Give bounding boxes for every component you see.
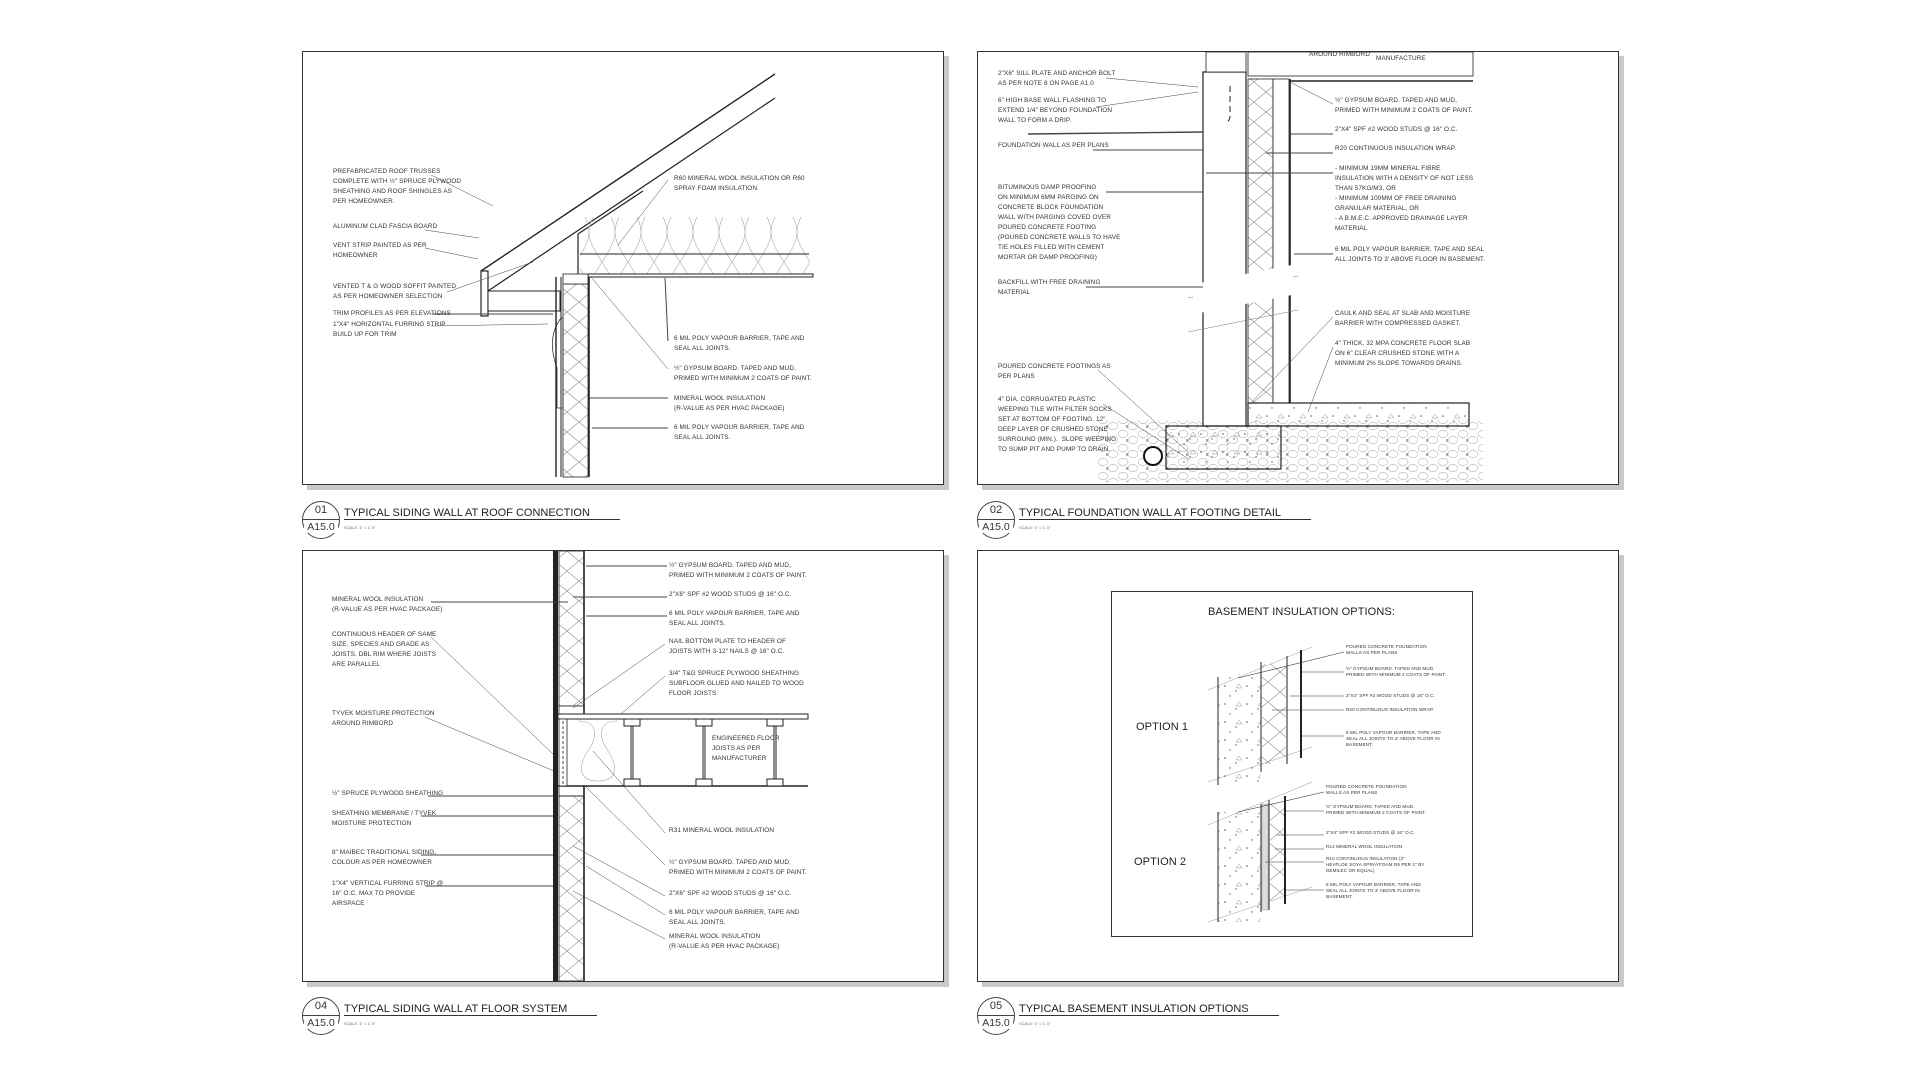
detail-marker [977,501,1015,539]
detail-title: TYPICAL SIDING WALL AT FLOOR SYSTEM [344,1003,598,1016]
note-drainage-layer: - MINIMUM 19mm MINERAL FIBRE INSULATION … [1335,165,1474,232]
option-2-label: OPTION 2 [1134,856,1187,868]
detail-title: TYPICAL FOUNDATION WALL AT FOOTING DETAI… [1019,507,1311,520]
sheet-number: A15.0 [304,1017,338,1029]
detail-title: TYPICAL SIDING WALL AT ROOF CONNECTION [344,507,620,520]
note-continuous-header: CONTINUOUS HEADER OF SAME SIZE, SPECIES … [332,631,437,668]
detail-04-title-block: 04 A15.0 TYPICAL SIDING WALL AT FLOOR SY… [302,997,722,1037]
note-roof-trusses: PREFABRICATED ROOF TRUSSES COMPLETE WITH… [333,168,462,205]
sheet-number: A15.0 [979,1017,1013,1029]
roof-connection-drawing [424,73,814,478]
opt2-note-r10: R10 CONTINUOUS INSULATION (2" HEATLOK SO… [1326,856,1425,874]
note-trim: TRIM PROFILES AS PER ELEVATIONS [333,310,451,317]
note-damp-proofing: BITUMINOUS DAMP PROOFING ON MINIMUM 6mm … [998,184,1121,261]
detail-marker [302,501,340,539]
note-r31: R31 MINERAL WOOL INSULATION [669,827,775,834]
note-vent-strip: VENT STRIP PAINTED AS PER HOMEOWNER [333,242,427,259]
opt1-note-vapour: 6 MIL POLY VAPOUR BARRIER, TAPE AND SEAL… [1346,730,1441,748]
note-fascia: ALUMINUM CLAD FASCIA BOARD [333,223,438,230]
note-tyvek-rimbord: TYVEK MOISTURE PROTECTION AROUND RIMBORD [332,710,435,727]
detail-scale: SCALE: 1" = 1'-0" [344,1021,376,1026]
detail-title: TYPICAL BASEMENT INSULATION OPTIONS [1019,1003,1279,1016]
note-mineral-wool: MINERAL WOOL INSULATION (R-VALUE AS PER … [674,395,785,412]
foundation-footing-drawing [1027,52,1483,482]
option-1-drawing [1207,646,1345,785]
note-gypsum: ½" GYPSUM BOARD. TAPED AND MUD, PRIMED W… [674,365,812,382]
detail-number: 02 [989,504,1003,516]
note-furring: 1"x4" HORIZONTAL FURRING STRIP BUILD UP … [333,321,446,338]
note-sheathing-membrane: SHEATHING MEMBRANE / TYVEK MOISTURE PROT… [332,810,437,827]
note-vapour-upper: 6 MIL POLY VAPOUR BARRIER, TAPE AND SEAL… [669,610,800,627]
sheet-number: A15.0 [304,521,338,533]
detail-05-panel: BASEMENT INSULATION OPTIONS: [977,550,1619,982]
basement-options-drawing [1207,646,1345,923]
detail-scale: SCALE: 1" = 1'-0" [344,525,376,530]
note-studs-upper: 2"x6" SPF #2 WOOD STUDS @ 16" O.C. [669,591,792,598]
sheet-number: A15.0 [979,521,1013,533]
note-foundation-wall: FOUNDATION WALL AS PER PLANS [998,142,1109,149]
detail-marker [302,997,340,1035]
detail-number: 05 [989,1000,1003,1012]
opt2-note-gypsum: ½" GYPSUM BOARD. TAPED AND MUD. PRIMED W… [1326,804,1426,816]
detail-01-title-block: 01 A15.0 TYPICAL SIDING WALL AT ROOF CON… [302,501,722,541]
note-gypsum-upper: ½" GYPSUM BOARD. TAPED AND MUD, PRIMED W… [669,562,807,579]
option-2-drawing [1207,781,1325,923]
note-studs-lower: 2"x6" SPF #2 WOOD STUDS @ 16" O.C. [669,890,792,897]
note-gypsum: ½" GYPSUM BOARD. TAPED AND MUD, PRIMED W… [1335,97,1473,114]
detail-05-title-block: 05 A15.0 TYPICAL BASEMENT INSULATION OPT… [977,997,1397,1037]
note-rimbord: AROUND RIMBORD [1309,51,1371,58]
note-caulk: CAULK AND SEAL AT SLAB AND MOISTURE BARR… [1335,310,1471,327]
opt2-note-studs: 2"x4" SPF #2 WOOD STUDS @ 16" O.C. [1326,830,1416,835]
detail-scale: SCALE: 1" = 1'-0" [1019,525,1051,530]
note-floor-slab: 4" THICK, 32 MPA CONCRETE FLOOR SLAB ON … [1335,340,1471,367]
note-engineered-joists: ENGINEERED FLOOR JOISTS AS PER MANUFACTU… [712,735,780,762]
note-subfloor: 3/4" T&G SPRUCE PLYWOOD SHEATHING SUBFLO… [669,670,804,697]
detail-02-panel: 2"x6" SILL PLATE AND ANCHOR BOLT AS PER … [977,51,1619,485]
detail-01-panel: PREFABRICATED ROOF TRUSSES COMPLETE WITH… [302,51,944,485]
note-flashing: 6" HIGH BASE WALL FLASHING TO EXTEND 1/4… [998,97,1113,124]
floor-system-drawing [421,551,809,981]
note-weeping-tile: 4" DIA. CORRUGATED PLASTIC WEEPING TILE … [998,396,1117,453]
opt1-note-gypsum: ½" GYPSUM BOARD. TAPED AND MUD. PRIMED W… [1346,666,1446,678]
note-vapour-barrier: 6 MIL POLY VAPOUR BARRIER, TAPE AND SEAL… [1335,246,1486,263]
note-plywood-sheathing: ½" SPRUCE PLYWOOD SHEATHING [332,790,444,797]
note-vapour-1: 6 MIL POLY VAPOUR BARRIER, TAPE AND SEAL… [674,335,805,352]
detail-scale: SCALE: 1" = 1'-0" [1019,1021,1051,1026]
detail-number: 01 [314,504,328,516]
options-heading: BASEMENT INSULATION OPTIONS: [1208,606,1395,618]
opt2-note-r14: R14 MINERAL WOOL INSULATION [1326,844,1403,849]
note-manufacture: MANUFACTURE [1376,55,1426,62]
note-soffit: VENTED T & G WOOD SOFFIT PAINTED AS PER … [333,283,457,300]
note-siding: 8" MAIBEC TRADITIONAL SIDING, COLOUR AS … [332,849,437,866]
opt1-note-foundation: POURED CONCRETE FOUNDATION WALLS AS PER … [1346,644,1427,656]
note-sill-plate: 2"x6" SILL PLATE AND ANCHOR BOLT AS PER … [998,70,1116,87]
detail-marker [977,997,1015,1035]
note-vapour-lower: 6 MIL POLY VAPOUR BARRIER, TAPE AND SEAL… [669,909,800,926]
detail-02-title-block: 02 A15.0 TYPICAL FOUNDATION WALL AT FOOT… [977,501,1397,541]
note-mineral-wool-lower: MINERAL WOOL INSULATION (R-VALUE AS PER … [669,933,780,950]
note-studs: 2"x4" SPF #2 WOOD STUDS @ 16" O.C. [1335,126,1458,133]
detail-number: 04 [314,1000,328,1012]
note-r60: R60 MINERAL WOOL INSULATION OR R60 SPRAY… [674,175,805,192]
note-vapour-2: 6 MIL POLY VAPOUR BARRIER, TAPE AND SEAL… [674,424,805,441]
option-1-label: OPTION 1 [1136,721,1189,733]
note-r20: R20 CONTINUOUS INSULATION WRAP. [1335,145,1457,152]
opt2-note-foundation: POURED CONCRETE FOUNDATION WALLS AS PER … [1326,784,1407,796]
opt1-note-studs: 2"x4" SPF #2 WOOD STUDS @ 16" O.C. [1346,693,1436,698]
opt2-note-vapour: 6 MIL POLY VAPOUR BARRIER, TAPE AND SEAL… [1326,882,1421,900]
note-gypsum-lower: ½" GYPSUM BOARD. TAPED AND MUD, PRIMED W… [669,859,807,876]
note-footings: POURED CONCRETE FOOTINGS AS PER PLANS [998,363,1111,380]
opt1-note-r20: R20 CONTINUOUS INSULATION WRAP. [1346,707,1434,712]
note-mineral-wool-upper: MINERAL WOOL INSULATION (R-VALUE AS PER … [332,596,443,613]
basement-options-box: BASEMENT INSULATION OPTIONS: [1111,591,1473,937]
note-backfill: BACKFILL WITH FREE DRAINING MATERIAL [998,279,1101,296]
note-nail-plate: NAIL BOTTOM PLATE TO HEADER OF JOISTS WI… [669,638,786,655]
note-furring-strip: 1"x4" VERTICAL FURRING STRIP @ 16" O.C. … [332,880,444,907]
detail-04-panel: MINERAL WOOL INSULATION (R-VALUE AS PER … [302,550,944,982]
